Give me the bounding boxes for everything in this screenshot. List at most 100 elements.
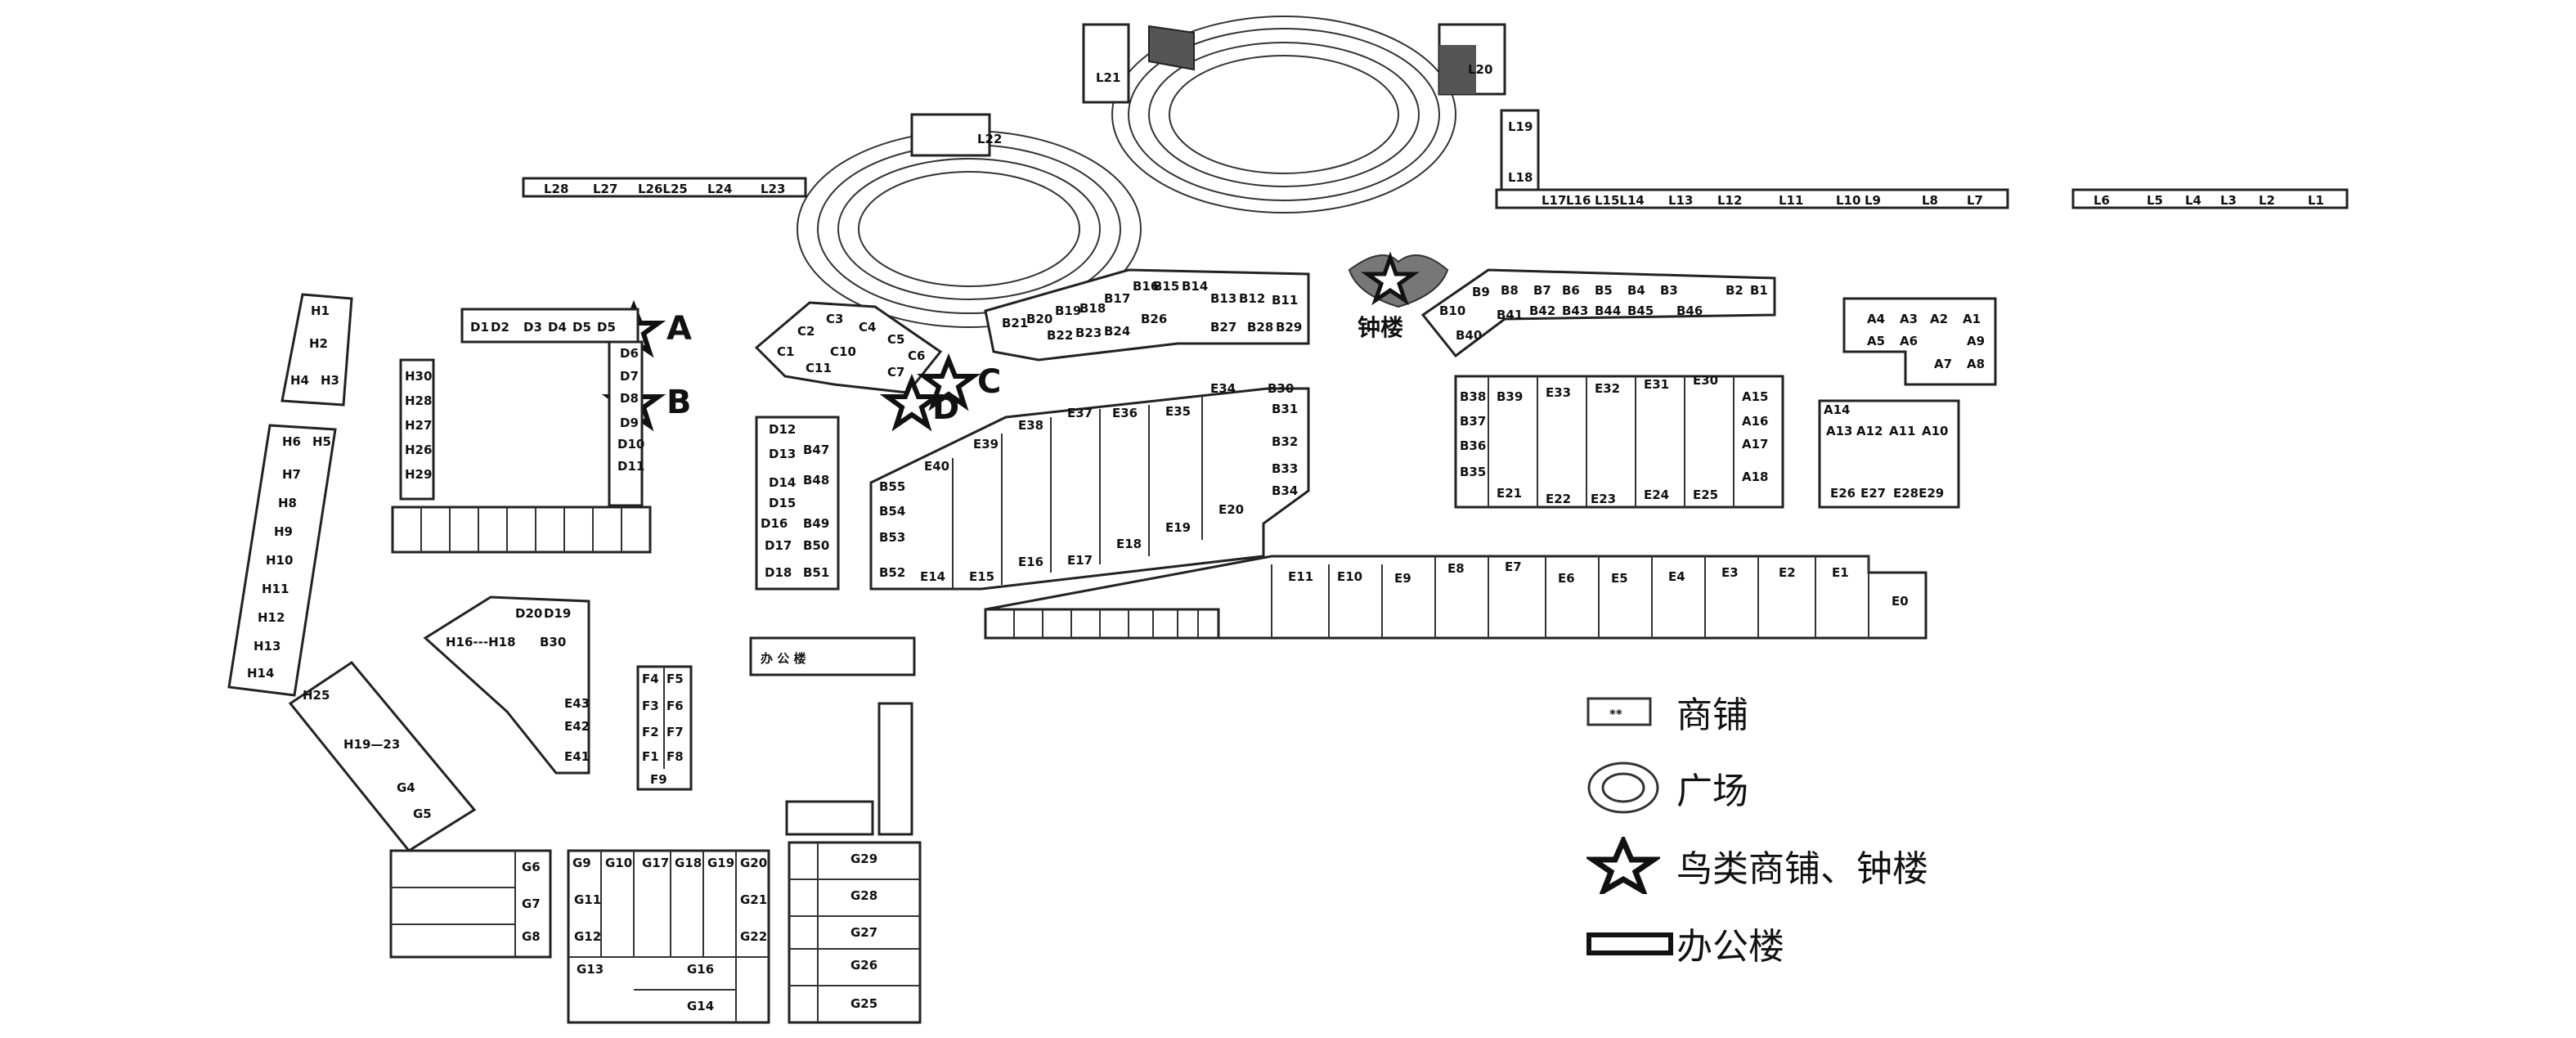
svg-text:G12: G12 <box>574 929 601 944</box>
label-l19: L19 <box>1508 119 1533 134</box>
svg-text:B19: B19 <box>1055 303 1081 318</box>
svg-text:L13: L13 <box>1668 193 1693 208</box>
svg-text:C2: C2 <box>797 324 815 339</box>
svg-text:B39: B39 <box>1497 389 1523 404</box>
svg-text:D12: D12 <box>769 422 796 437</box>
svg-text:B37: B37 <box>1460 414 1486 429</box>
svg-text:B14: B14 <box>1182 279 1208 294</box>
svg-text:G21: G21 <box>740 892 767 907</box>
svg-text:E16: E16 <box>1018 555 1043 569</box>
svg-text:F8: F8 <box>666 749 684 764</box>
svg-text:D1: D1 <box>470 320 489 335</box>
svg-text:G13: G13 <box>577 962 604 977</box>
svg-text:B20: B20 <box>1026 312 1052 326</box>
svg-text:D6: D6 <box>620 346 639 361</box>
svg-text:A18: A18 <box>1742 470 1768 484</box>
svg-text:L5: L5 <box>2147 193 2163 208</box>
svg-text:B28: B28 <box>1247 320 1273 335</box>
office-rect-icon <box>1586 932 1673 955</box>
hatched-block-1 <box>1148 25 1195 71</box>
svg-text:B2: B2 <box>1726 283 1744 298</box>
svg-text:B27: B27 <box>1210 320 1236 335</box>
svg-text:D15: D15 <box>769 496 796 510</box>
svg-text:A4: A4 <box>1867 312 1885 326</box>
svg-text:E14: E14 <box>920 569 945 584</box>
svg-text:L6: L6 <box>2094 193 2110 208</box>
svg-text:E40: E40 <box>924 459 949 474</box>
svg-text:D3: D3 <box>523 320 542 335</box>
svg-text:L28: L28 <box>544 182 568 196</box>
svg-text:B30: B30 <box>1268 381 1294 396</box>
svg-text:B12: B12 <box>1239 291 1265 306</box>
svg-text:E41: E41 <box>564 749 590 764</box>
svg-text:B11: B11 <box>1272 293 1298 308</box>
svg-text:D5: D5 <box>572 320 591 335</box>
svg-text:D7: D7 <box>620 369 639 384</box>
svg-text:B34: B34 <box>1272 483 1298 498</box>
svg-text:B35: B35 <box>1460 465 1486 479</box>
svg-text:L11: L11 <box>1779 193 1803 208</box>
svg-text:E43: E43 <box>564 696 590 711</box>
marker-c: C <box>916 353 1001 411</box>
svg-text:E33: E33 <box>1546 385 1571 400</box>
svg-text:C1: C1 <box>777 344 794 359</box>
legend-item-shop: ** 商铺 <box>1586 683 1748 740</box>
svg-text:A9: A9 <box>1967 334 1985 348</box>
svg-text:G18: G18 <box>675 856 702 870</box>
svg-text:L1: L1 <box>2308 193 2324 208</box>
svg-text:G22: G22 <box>740 929 767 944</box>
svg-text:B30: B30 <box>540 635 566 649</box>
svg-text:E20: E20 <box>1218 502 1244 517</box>
svg-text:E26: E26 <box>1830 486 1856 501</box>
svg-text:B17: B17 <box>1104 291 1130 306</box>
svg-text:E3: E3 <box>1721 565 1739 580</box>
svg-text:B33: B33 <box>1272 461 1298 476</box>
svg-text:B42: B42 <box>1529 303 1555 318</box>
svg-text:F3: F3 <box>642 699 659 713</box>
svg-text:B8: B8 <box>1501 283 1519 298</box>
svg-text:H26: H26 <box>405 443 432 457</box>
svg-text:C11: C11 <box>806 361 832 375</box>
svg-text:E31: E31 <box>1644 377 1669 392</box>
svg-text:H25: H25 <box>303 688 330 703</box>
svg-text:C5: C5 <box>887 332 904 347</box>
svg-text:G8: G8 <box>522 929 541 944</box>
svg-text:H30: H30 <box>405 369 432 384</box>
svg-text:H10: H10 <box>266 553 293 568</box>
legend-label-bird-shop: 鸟类商铺、钟楼 <box>1676 848 1928 890</box>
svg-text:F4: F4 <box>642 672 659 686</box>
svg-text:L7: L7 <box>1967 193 1983 208</box>
svg-text:C10: C10 <box>830 344 856 359</box>
svg-text:E25: E25 <box>1693 488 1718 502</box>
svg-text:B9: B9 <box>1472 285 1490 299</box>
plaza-circle-icon <box>1587 762 1659 814</box>
hatched-block-2 <box>1439 45 1476 94</box>
svg-text:B10: B10 <box>1439 303 1465 318</box>
svg-text:H19—23: H19—23 <box>343 737 400 752</box>
svg-text:F1: F1 <box>642 749 659 764</box>
building-l21 <box>1082 23 1130 104</box>
svg-text:B38: B38 <box>1460 389 1486 404</box>
svg-text:D9: D9 <box>620 416 639 430</box>
svg-text:L8: L8 <box>1922 193 1938 208</box>
legend-label-plaza: 广场 <box>1676 771 1748 812</box>
svg-text:D16: D16 <box>761 516 788 531</box>
svg-text:D19: D19 <box>544 606 571 621</box>
svg-text:G5: G5 <box>413 807 432 821</box>
svg-text:B51: B51 <box>803 565 829 580</box>
svg-text:C6: C6 <box>908 348 925 363</box>
svg-text:G9: G9 <box>572 856 591 870</box>
svg-text:G16: G16 <box>687 962 714 977</box>
svg-text:G20: G20 <box>740 856 767 870</box>
svg-text:H28: H28 <box>405 393 432 408</box>
